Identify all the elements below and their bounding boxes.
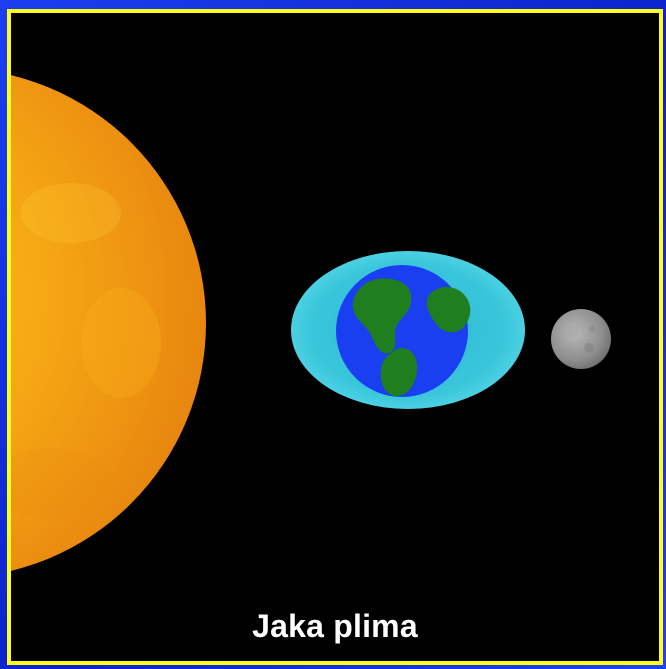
tide-diagram: [11, 75, 611, 571]
diagram-caption: Jaka plima: [252, 608, 418, 644]
sun-icon: [11, 75, 206, 571]
moon-icon: [551, 309, 611, 369]
diagram-panel: Jaka plima: [7, 9, 663, 665]
earth-icon: [336, 265, 471, 397]
